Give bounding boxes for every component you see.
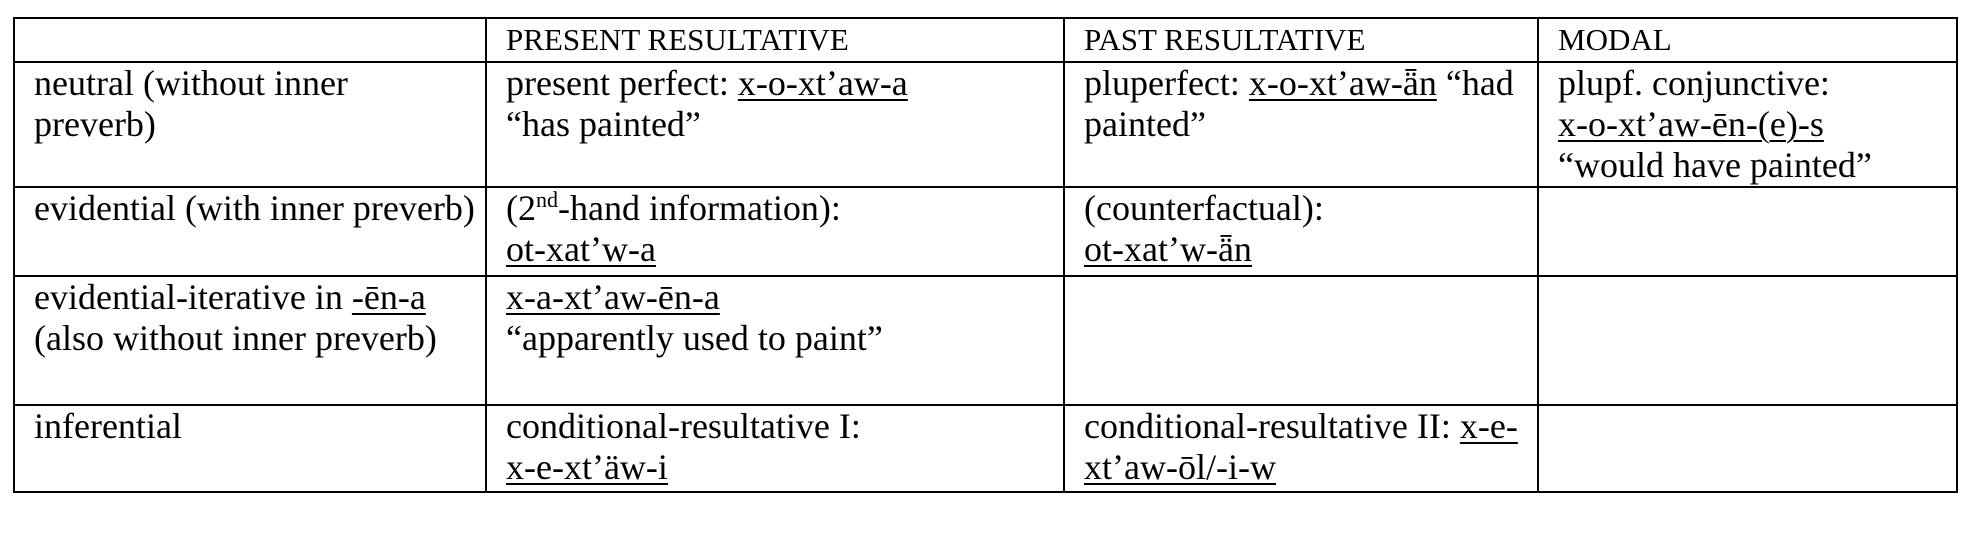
modal-cell: plupf. conjunctive:x-o-xt’aw-ēn-(e)-s“wo… xyxy=(1537,61,1958,188)
verb-form: x-e-xt’aw-ōl/-i-w xyxy=(1084,406,1518,487)
verb-form: x-o-xt’aw-ēn-(e)-s xyxy=(1558,104,1824,144)
form-label: present perfect: xyxy=(506,63,738,103)
present-cell: (2nd-hand information):ot-xat’w-a xyxy=(485,186,1065,277)
header-past-resultative: PAST RESULTATIVE xyxy=(1063,17,1539,63)
past-cell: pluperfect: x-o-xt’aw-ǟn “had painted” xyxy=(1063,61,1539,188)
table-row: neutral (without inner preverb) present … xyxy=(13,61,1958,188)
form-label: conditional-resultative II: xyxy=(1084,406,1460,446)
past-cell xyxy=(1063,275,1539,406)
superscript: nd xyxy=(536,187,558,212)
form-label-open: (2 xyxy=(506,188,536,228)
category-cell: inferential xyxy=(13,404,487,493)
table-row: inferential conditional-resultative I:x-… xyxy=(13,404,1958,493)
category-label: evidential-iterative in xyxy=(34,277,352,317)
verb-form: x-o-xt’aw-a xyxy=(737,63,908,103)
present-cell: present perfect: x-o-xt’aw-a “has painted… xyxy=(485,61,1065,188)
present-cell: conditional-resultative I:x-e-xt’äw-i xyxy=(485,404,1065,493)
form-label: conditional-resultative I: xyxy=(506,406,861,446)
modal-cell xyxy=(1537,404,1958,493)
header-cell-empty xyxy=(13,17,487,63)
past-cell: (counterfactual):ot-xat’w-ǟn xyxy=(1063,186,1539,277)
form-label: pluperfect: xyxy=(1084,63,1249,103)
gloss: “had painted” xyxy=(1084,63,1514,144)
category-cell: neutral (without inner preverb) xyxy=(13,61,487,188)
category-label: inferential xyxy=(34,406,182,446)
past-cell: conditional-resultative II: x-e-xt’aw-ōl… xyxy=(1063,404,1539,493)
category-cell: evidential-iterative in -ēn-a (also with… xyxy=(13,275,487,406)
header-present-resultative: PRESENT RESULTATIVE xyxy=(485,17,1065,63)
form-label-rest: -hand information): xyxy=(558,188,841,228)
category-note: (also without inner preverb) xyxy=(34,318,437,358)
category-label: neutral (without inner preverb) xyxy=(34,63,348,144)
verb-form: ot-xat’w-ǟn xyxy=(1084,229,1252,269)
table-header-row: PRESENT RESULTATIVE PAST RESULTATIVE MOD… xyxy=(13,17,1958,63)
category-cell: evidential (with inner preverb) xyxy=(13,186,487,277)
table-row: evidential-iterative in -ēn-a (also with… xyxy=(13,275,1958,406)
form-label: plupf. conjunctive: xyxy=(1558,63,1830,103)
header-modal: MODAL xyxy=(1537,17,1958,63)
suffix-form: -ēn-a xyxy=(351,277,426,317)
verb-form: x-e-xt’äw-i xyxy=(506,447,668,487)
table-row: evidential (with inner preverb) (2nd-han… xyxy=(13,186,1958,277)
modal-cell xyxy=(1537,275,1958,406)
gloss: “apparently used to paint” xyxy=(506,318,883,358)
resultative-table: PRESENT RESULTATIVE PAST RESULTATIVE MOD… xyxy=(13,17,1958,493)
verb-form: ot-xat’w-a xyxy=(506,229,656,269)
present-cell: x-a-xt’aw-ēn-a “apparently used to paint… xyxy=(485,275,1065,406)
verb-form: x-o-xt’aw-ǟn xyxy=(1248,63,1437,103)
verb-form: x-a-xt’aw-ēn-a xyxy=(506,277,720,317)
gloss: “would have painted” xyxy=(1558,145,1872,185)
modal-cell xyxy=(1537,186,1958,277)
form-label: (counterfactual): xyxy=(1084,188,1324,228)
gloss: “has painted” xyxy=(506,104,701,144)
category-label: evidential (with inner preverb) xyxy=(34,188,475,228)
